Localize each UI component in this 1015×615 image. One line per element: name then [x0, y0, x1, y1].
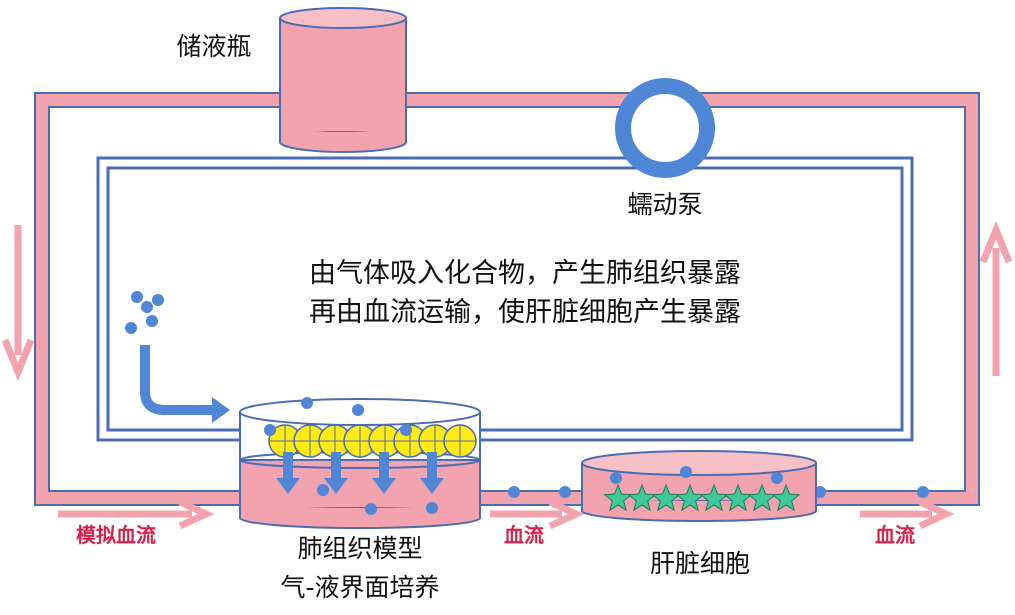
curved-arrowhead — [212, 397, 230, 423]
lung-culture-label: 气-液界面培养 — [280, 573, 439, 602]
pump-label: 蠕动泵 — [627, 190, 702, 219]
lung-dish-particles — [264, 397, 438, 515]
diffusion-arrows — [276, 452, 444, 494]
lung-model-label: 肺组织模型 — [297, 534, 422, 563]
simulated-flow-label: 模拟血流 — [76, 523, 156, 547]
flow-label-right: 血流 — [875, 523, 915, 547]
lung-cell — [443, 424, 477, 458]
description-line-2: 再由血流运输，使肝脏细胞产生暴露 — [309, 297, 741, 328]
inhaled-particles — [125, 291, 164, 334]
liver-cell-star-icon — [771, 483, 801, 512]
tube-particles — [508, 486, 929, 498]
liver-dish-particles — [610, 466, 783, 484]
liver-cells — [603, 483, 801, 512]
peristaltic-pump-icon — [615, 78, 715, 178]
outer-tube-loop — [34, 92, 980, 506]
reservoir-label: 储液瓶 — [176, 32, 251, 61]
reservoir-bottle — [279, 7, 407, 153]
flow-arrow-left — [58, 498, 215, 530]
flow-label-middle: 血流 — [504, 523, 544, 547]
description-line-1: 由气体吸入化合物，产生肺组织暴露 — [309, 258, 741, 289]
flow-arrow-middle — [490, 498, 585, 530]
down-arrow — [1, 225, 35, 382]
flow-arrow-right — [860, 498, 955, 530]
inner-frame — [96, 156, 914, 442]
up-arrow — [979, 220, 1013, 376]
curved-arrow — [140, 345, 212, 415]
liver-cells-label: 肝脏细胞 — [650, 549, 750, 578]
liver-cell-dish — [581, 450, 817, 522]
lung-tissue-dish — [239, 398, 481, 529]
lung-cells — [268, 424, 477, 458]
